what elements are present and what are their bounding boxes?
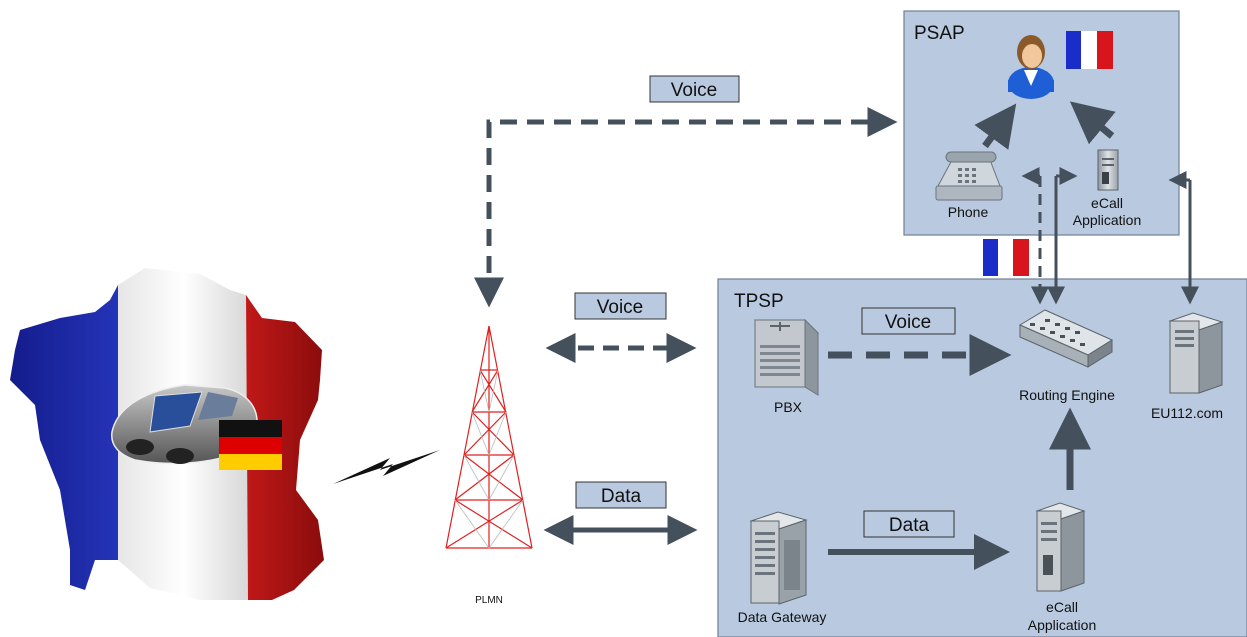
- server-tower-icon: [1168, 312, 1224, 394]
- voice-tag-top: [649, 75, 740, 103]
- arrow-app-to-operator: [1069, 101, 1116, 145]
- tpsp-app-label-line2: Application: [1028, 617, 1097, 633]
- data-tag-tpsp-text: Data: [889, 515, 930, 536]
- psap-app-label-line1: eCall: [1091, 195, 1123, 211]
- voice-tag-tpsp-text: Voice: [885, 312, 931, 333]
- server-rack-icon: [749, 511, 808, 605]
- server-icon: [1035, 502, 1086, 592]
- voice-tag-mid: [574, 292, 667, 320]
- psap-title: PSAP: [914, 23, 965, 44]
- psap-routing-links: [1021, 167, 1078, 305]
- arrow-phone-to-operator: [974, 103, 1017, 150]
- psap-france-flag: [1066, 31, 1113, 69]
- voice-tag-top-text: Voice: [671, 80, 717, 101]
- tpsp-france-flag: [983, 239, 1029, 276]
- tpsp-gateway-label: Data Gateway: [738, 609, 827, 625]
- tpsp-title: TPSP: [734, 291, 784, 312]
- voice-tag-tpsp: [861, 307, 956, 335]
- car-germany-flag: [219, 420, 282, 470]
- data-tag-tpsp: [863, 510, 955, 538]
- operator-person-icon: [1008, 35, 1054, 99]
- tpsp-routing-label: Routing Engine: [1019, 387, 1115, 403]
- psap-app-label-line2: Application: [1073, 212, 1142, 228]
- radio-tower-icon: [445, 325, 533, 549]
- tpsp-box: TPSP PBX Ro: [717, 278, 1247, 637]
- tpsp-app-label-line1: eCall: [1046, 599, 1078, 615]
- voice-path-top: [474, 107, 898, 308]
- desk-phone-icon: [935, 151, 1003, 201]
- psap-box: PSAP Phone: [903, 10, 1180, 236]
- tpsp-pbx-label: PBX: [774, 399, 803, 415]
- server-icon: [1097, 149, 1119, 191]
- voice-tag-mid-text: Voice: [597, 297, 643, 318]
- car-icon: [111, 384, 258, 465]
- wireless-link-icon: [333, 450, 440, 484]
- app-to-eu112-link: [1168, 171, 1199, 305]
- tpsp-eu112-label: EU112.com: [1151, 405, 1223, 421]
- data-tag-mid: [575, 481, 667, 509]
- pbx-switch-icon: [753, 318, 820, 396]
- network-router-icon: [1018, 309, 1114, 368]
- plmn-label: PLMN: [475, 595, 503, 606]
- psap-phone-label: Phone: [948, 204, 989, 220]
- data-tag-mid-text: Data: [601, 486, 642, 507]
